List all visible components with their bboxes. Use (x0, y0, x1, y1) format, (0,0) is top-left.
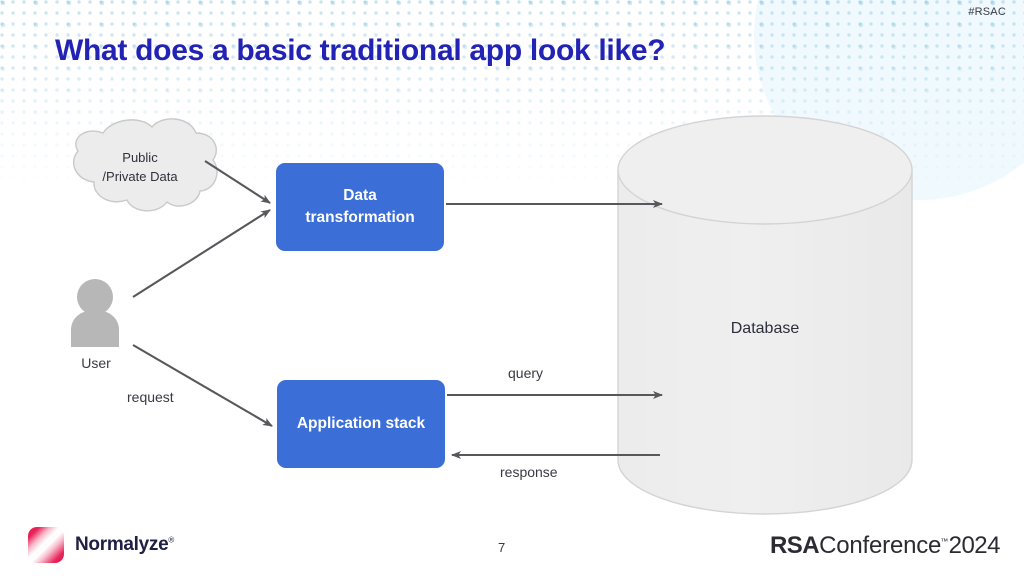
connector-label-query: query (508, 365, 544, 381)
normalyze-logo: Normalyze® (28, 527, 174, 563)
user-label: User (81, 355, 111, 371)
rsa-logo-bold: RSA (769, 532, 820, 559)
normalyze-brand-name: Normalyze (75, 534, 169, 555)
page-number: 7 (498, 540, 506, 555)
connector-user-to-appstack (132, 344, 273, 427)
node-data-transformation[interactable]: Data transformation (276, 163, 444, 251)
node-application-stack-label: Application stack (296, 415, 426, 432)
node-application-stack[interactable]: Application stack (277, 380, 445, 468)
cloud-label: Public /Private Data (70, 148, 210, 186)
node-data-transformation-line2: transformation (305, 209, 415, 226)
connector-label-request: request (127, 389, 174, 405)
rsa-logo-light: Conference (819, 532, 942, 559)
rsa-logo-trademark: ™ (940, 537, 948, 546)
rsac-hashtag: #RSAC (968, 6, 1006, 18)
connector-label-response: response (500, 464, 558, 480)
cloud-label-line2: /Private Data (102, 169, 178, 184)
page-title: What does a basic traditional app look l… (55, 34, 666, 67)
background-dot-pattern-secondary (0, 0, 1024, 120)
cloud-label-line1: Public (122, 150, 158, 165)
normalyze-logo-mark-icon (28, 527, 64, 563)
rsa-logo-year: 2024 (948, 532, 1001, 559)
database-label: Database (730, 320, 800, 337)
node-data-transformation-line1: Data (343, 187, 377, 204)
normalyze-wordmark: Normalyze® (75, 534, 174, 556)
connector-user-to-transform (132, 209, 271, 298)
normalyze-trademark: ® (168, 535, 175, 545)
user-silhouette-icon (71, 279, 119, 347)
